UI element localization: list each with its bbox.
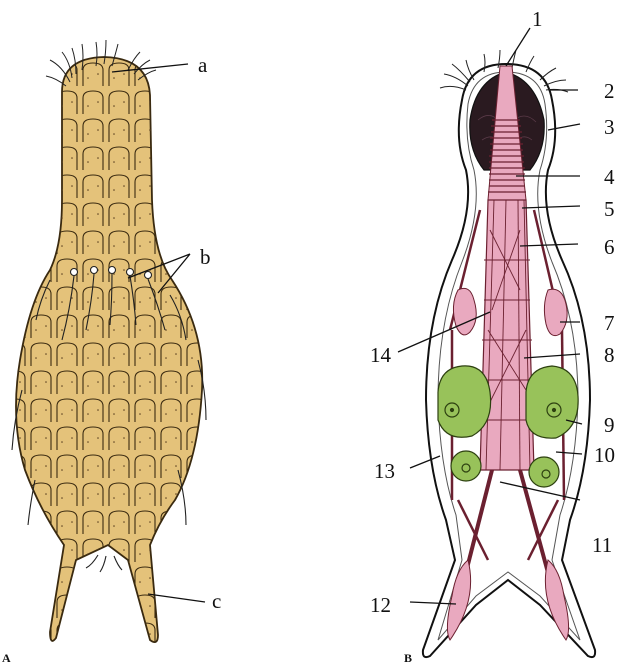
label-4: 4 <box>604 165 615 189</box>
label-2: 2 <box>604 79 615 103</box>
label-12: 12 <box>370 593 391 617</box>
label-c: c <box>212 589 221 613</box>
label-7: 7 <box>604 311 615 335</box>
label-1: 1 <box>532 7 543 31</box>
panel-a-cuticle-scales <box>0 60 220 660</box>
label-11: 11 <box>592 533 612 557</box>
label-b: b <box>200 245 211 269</box>
label-14: 14 <box>370 343 392 367</box>
label-13: 13 <box>374 459 395 483</box>
label-9: 9 <box>604 413 615 437</box>
panel-b-organism <box>423 50 595 657</box>
panel-a-organism <box>0 40 220 660</box>
label-5: 5 <box>604 197 615 221</box>
label-6: 6 <box>604 235 615 259</box>
label-10: 10 <box>594 443 615 467</box>
label-a: a <box>198 53 208 77</box>
panel-b-caption: B <box>404 651 412 664</box>
panel-a-caption: A <box>2 651 11 664</box>
label-8: 8 <box>604 343 615 367</box>
label-3: 3 <box>604 115 615 139</box>
